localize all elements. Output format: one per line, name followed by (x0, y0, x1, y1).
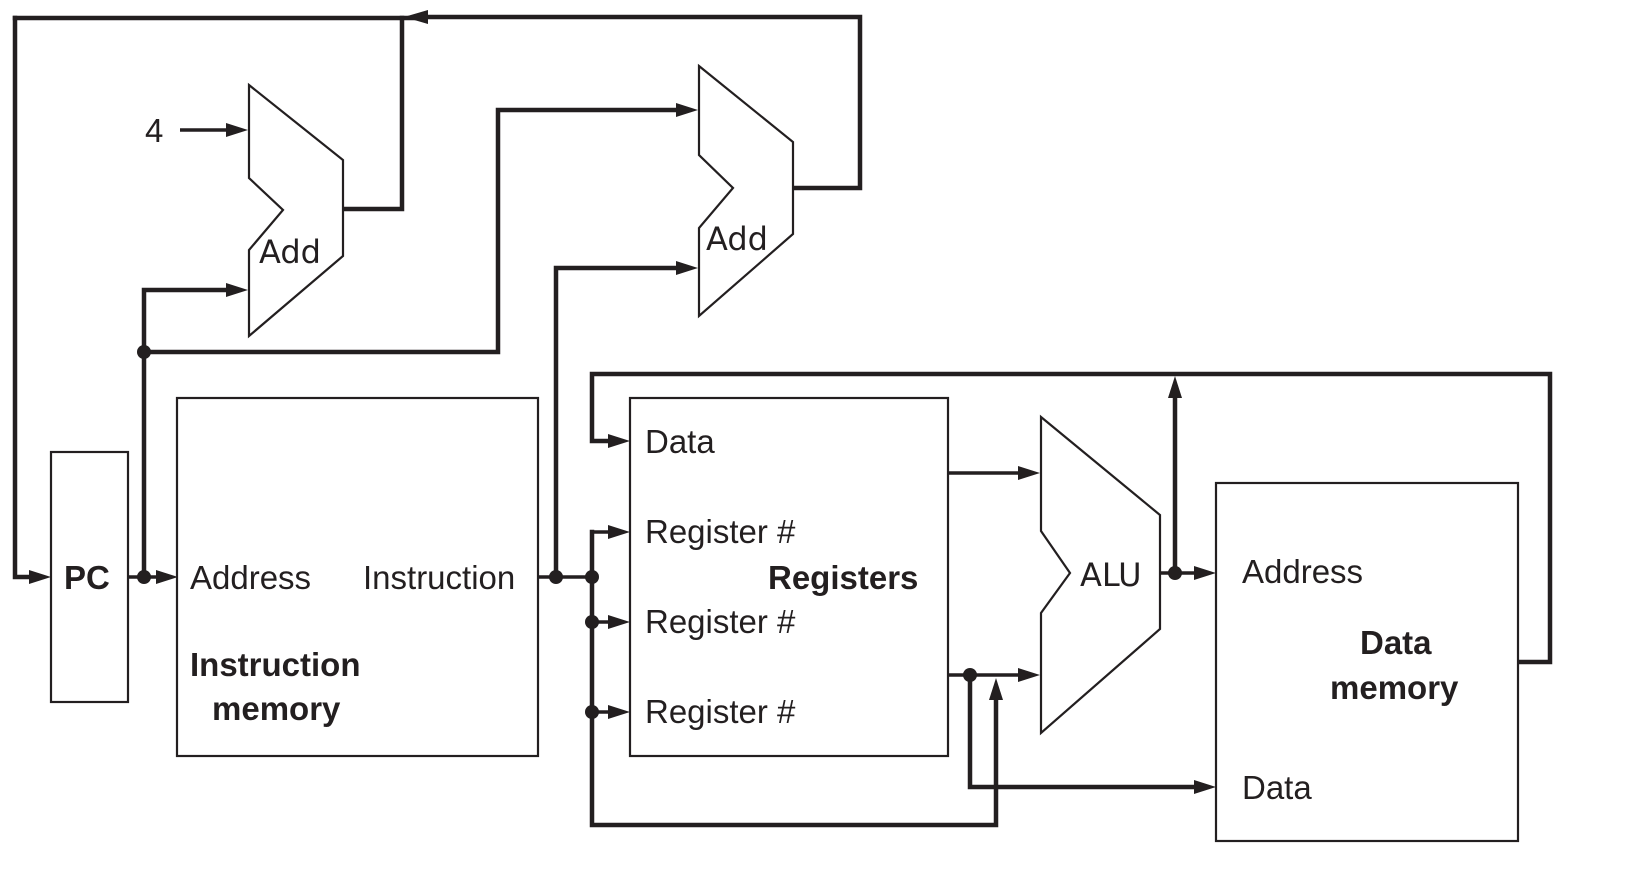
arrow-alu-up (1168, 376, 1182, 398)
junction-pc-out (137, 570, 151, 584)
data-memory (1214, 481, 1520, 843)
wire-pc-to-branch-adder (141, 107, 685, 355)
arrow-pc-adder (226, 283, 248, 297)
wire-writeback (589, 371, 1553, 665)
wire-adder1-out (340, 15, 405, 212)
wire-instruction-to-branch-adder (553, 265, 685, 580)
arrow-into-loop (404, 10, 428, 24)
reg-data-label: Data (645, 423, 715, 460)
wire-adder2-out (427, 14, 863, 191)
arrow-regnum2 (608, 615, 630, 629)
junction-regnum2 (585, 615, 599, 629)
wire-pc-to-adder (141, 287, 235, 580)
wire-reg-to-dmem-data (967, 672, 1203, 790)
imem-title-line2: memory (212, 690, 341, 727)
alu (1039, 414, 1162, 736)
arrow-alu-in2 (1018, 668, 1040, 682)
registers-title: Registers (768, 559, 918, 596)
arrow-four (226, 123, 248, 137)
junction-instr-1 (549, 570, 563, 584)
reg-regnum3-label: Register # (645, 693, 796, 730)
arrow-dmem-data (1194, 780, 1216, 794)
reg-regnum1-label: Register # (645, 513, 796, 550)
alu-label: ALU (1080, 556, 1142, 594)
adder-branch-label: Add (706, 220, 768, 258)
arrow-immediate-up (989, 678, 1003, 700)
dmem-title-line1: Data (1360, 624, 1432, 661)
dmem-data-label: Data (1242, 769, 1312, 806)
junction-alu-out (1168, 566, 1182, 580)
arrow-regnum3 (608, 705, 630, 719)
reg-regnum2-label: Register # (645, 603, 796, 640)
dmem-title-line2: memory (1330, 669, 1459, 706)
wire-instr-bus (589, 529, 999, 828)
dmem-address-label: Address (1242, 553, 1363, 590)
imem-address-label: Address (190, 559, 311, 596)
arrow-branch-adder-bottom (676, 261, 698, 275)
arrow-regnum1 (608, 525, 630, 539)
arrow-branch-adder-top (676, 103, 698, 117)
imem-title-line1: Instruction (190, 646, 361, 683)
adder-branch (697, 63, 795, 319)
pc-label: PC (64, 559, 110, 596)
arrow-feedback-pc (29, 570, 51, 584)
junction-regnum3 (585, 705, 599, 719)
arrow-alu-in1 (1018, 466, 1040, 480)
arrow-dmem-address (1194, 566, 1216, 580)
junction-pc-branch (137, 345, 151, 359)
junction-instr-2 (585, 570, 599, 584)
instruction-memory (175, 396, 540, 758)
junction-reg-out2 (963, 668, 977, 682)
adder-pc-label: Add (259, 233, 321, 271)
arrow-reg-data (608, 434, 630, 448)
pc-register (49, 450, 130, 704)
arrow-pc-imem (156, 570, 178, 584)
imem-instruction-label: Instruction (363, 559, 515, 596)
register-file (628, 396, 950, 758)
wire-pc-feedback (12, 15, 43, 580)
adder-pc-plus-four (247, 82, 345, 339)
constant-four-label: 4 (145, 112, 163, 149)
